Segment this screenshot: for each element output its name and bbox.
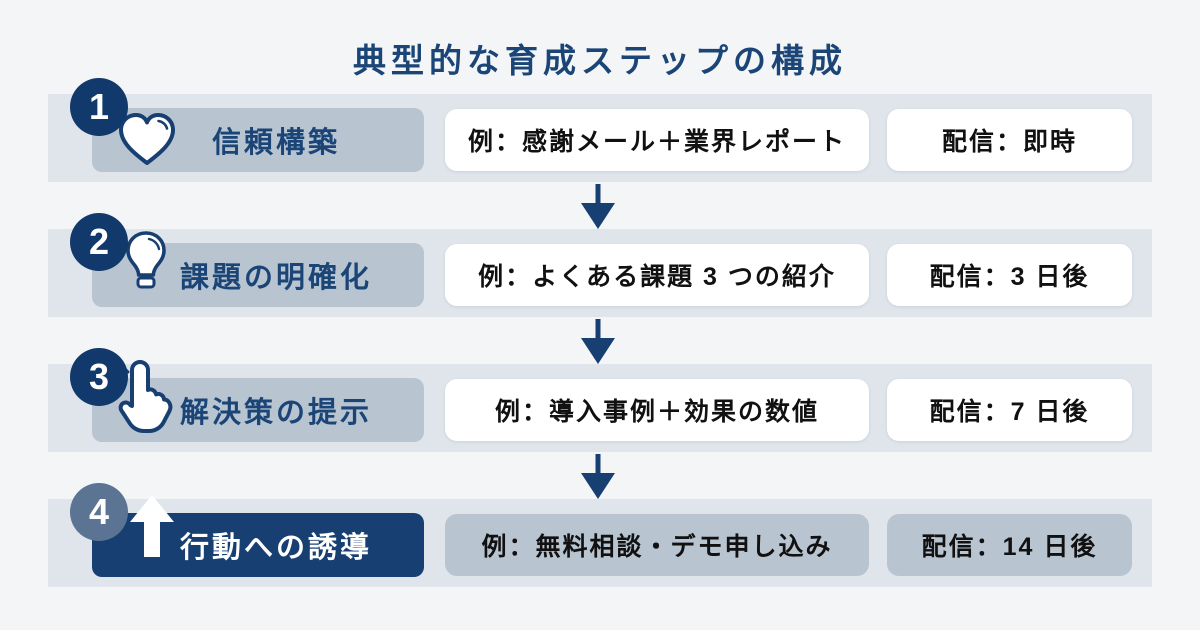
step-row-2: 2 課題の明確化 例：よくある課題 3 つの紹介 配信：3 日後 bbox=[48, 213, 1152, 317]
step-example-box: 例：よくある課題 3 つの紹介 bbox=[445, 244, 869, 306]
step-number-badge: 1 bbox=[70, 78, 128, 136]
step-delivery-box: 配信：3 日後 bbox=[887, 244, 1132, 306]
up-arrow-icon bbox=[128, 495, 176, 564]
step-delivery-box: 配信：7 日後 bbox=[887, 379, 1132, 441]
heart-icon bbox=[114, 110, 180, 175]
down-arrow-icon bbox=[579, 184, 617, 235]
step-row-1: 1 信頼構築 例：感謝メール＋業界レポート 配信：即時 bbox=[48, 78, 1152, 182]
lightbulb-icon bbox=[124, 229, 168, 308]
step-number-badge: 2 bbox=[70, 213, 128, 271]
step-number-badge: 4 bbox=[70, 483, 128, 541]
step-example-box: 例：無料相談・デモ申し込み bbox=[445, 514, 869, 576]
step-row-3: 3 解決策の提示 例：導入事例＋効果の数値 配信：7 日後 bbox=[48, 348, 1152, 452]
step-delivery-box: 配信：14 日後 bbox=[887, 514, 1132, 576]
step-example-box: 例：導入事例＋効果の数値 bbox=[445, 379, 869, 441]
step-number-badge: 3 bbox=[70, 348, 128, 406]
step-row-4: 4 行動への誘導 例：無料相談・デモ申し込み 配信：14 日後 bbox=[48, 483, 1152, 587]
down-arrow-icon bbox=[579, 319, 617, 370]
step-delivery-box: 配信：即時 bbox=[887, 109, 1132, 171]
page-title: 典型的な育成ステップの構成 bbox=[353, 42, 847, 79]
step-example-box: 例：感謝メール＋業界レポート bbox=[445, 109, 869, 171]
down-arrow-icon bbox=[579, 454, 617, 505]
